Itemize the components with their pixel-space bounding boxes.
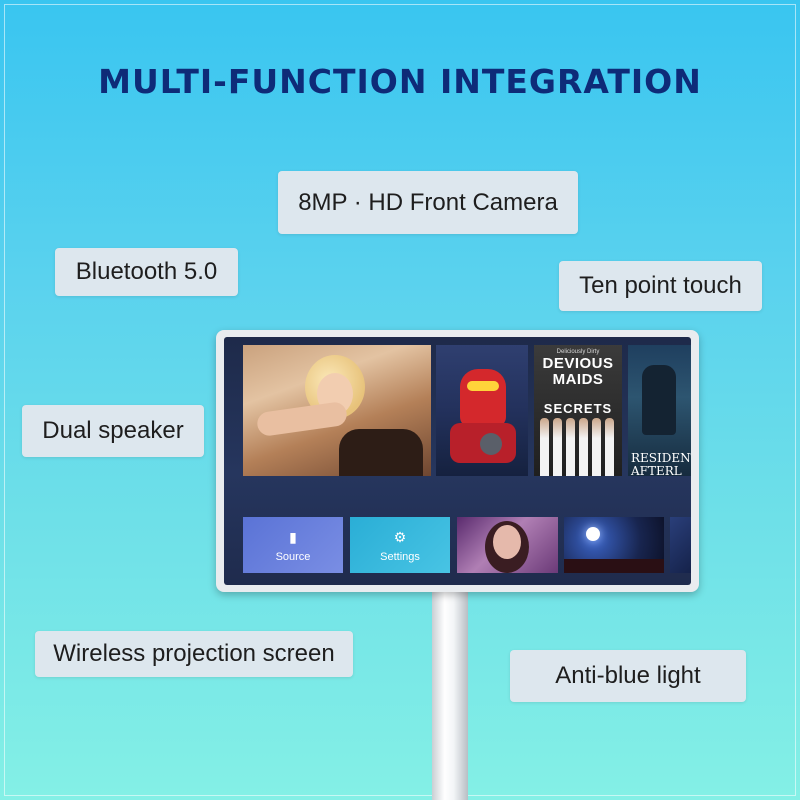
feature-anti-blue-chip: Anti-blue light xyxy=(510,650,746,702)
monitor-screen: Deliciously Dirty DEVIOUS MAIDS SECRETS … xyxy=(224,337,691,585)
source-tile[interactable]: ▮ Source xyxy=(243,517,343,573)
poster-resident-evil[interactable]: RESIDENT AFTERL xyxy=(628,345,691,476)
feature-touch-chip: Ten point touch xyxy=(559,261,762,311)
hero-figure-dress xyxy=(339,429,423,476)
poster-figure xyxy=(642,365,676,435)
monitor-stand-pole xyxy=(432,590,468,800)
hero-figure-arm xyxy=(255,400,349,438)
feature-wireless-chip: Wireless projection screen xyxy=(35,631,353,677)
poster-title-line-1: RESIDENT xyxy=(631,451,691,465)
photo-tile[interactable] xyxy=(457,517,558,573)
robot-visor xyxy=(467,381,499,391)
book-icon: ▮ xyxy=(289,529,297,545)
featured-hero-image[interactable] xyxy=(243,345,431,476)
stage-light xyxy=(586,527,600,541)
poster-tagline: Deliciously Dirty xyxy=(556,349,600,355)
poster-figure xyxy=(579,418,588,476)
poster-figure xyxy=(553,418,562,476)
poster-robot-movie[interactable] xyxy=(436,345,528,476)
feature-camera-chip: 8MP · HD Front Camera xyxy=(278,171,578,234)
poster-figure xyxy=(592,418,601,476)
stage-floor xyxy=(564,559,664,573)
poster-figure xyxy=(540,418,549,476)
page-headline: MULTI-FUNCTION INTEGRATION xyxy=(98,62,702,101)
robot-head xyxy=(460,369,506,427)
settings-label: Settings xyxy=(380,551,420,563)
partial-tile[interactable] xyxy=(670,517,691,573)
photo-figure-face xyxy=(493,525,521,559)
feature-speaker-chip: Dual speaker xyxy=(22,405,204,457)
robot-wheel xyxy=(480,433,502,455)
touch-monitor: Deliciously Dirty DEVIOUS MAIDS SECRETS … xyxy=(216,330,699,592)
poster-title-line-2: AFTERL xyxy=(631,464,682,476)
poster-subtitle: SECRETS xyxy=(543,401,613,416)
settings-tile[interactable]: ⚙ Settings xyxy=(350,517,450,573)
gear-icon: ⚙ xyxy=(393,529,407,545)
poster-figure xyxy=(566,418,575,476)
feature-bluetooth-chip: Bluetooth 5.0 xyxy=(55,248,238,296)
concert-tile[interactable] xyxy=(564,517,664,573)
poster-devious-maids[interactable]: Deliciously Dirty DEVIOUS MAIDS SECRETS xyxy=(534,345,622,476)
poster-figure xyxy=(605,418,614,476)
poster-title-line-1: DEVIOUS xyxy=(542,355,614,372)
poster-title-line-2: MAIDS xyxy=(552,371,604,388)
source-label: Source xyxy=(275,551,311,563)
